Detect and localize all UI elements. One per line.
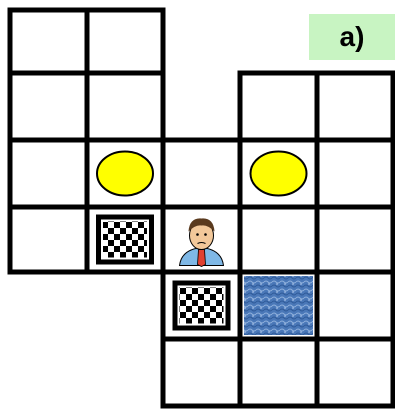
player-tie	[198, 250, 206, 267]
player-eye-left	[196, 233, 199, 236]
board-cell-r4-c4[interactable]	[317, 272, 393, 339]
ball-shape	[97, 152, 153, 196]
board-cell-r3-c3[interactable]	[240, 207, 317, 272]
board-cell-r5-c2[interactable]	[163, 339, 240, 406]
checkered-goal-icon	[96, 215, 154, 265]
board-cell-r2-c2[interactable]	[163, 140, 240, 207]
board-cell-r1-c0[interactable]	[10, 73, 87, 140]
board-cell-r1-c4[interactable]	[317, 73, 393, 140]
board-cell-r0-c1[interactable]	[87, 10, 163, 73]
board-cell-r1-c1[interactable]	[87, 73, 163, 140]
water-fill	[244, 276, 313, 335]
goal-checker	[180, 288, 224, 324]
board-cell-r5-c4[interactable]	[317, 339, 393, 406]
board-cell-r3-c4[interactable]	[317, 207, 393, 272]
board-cell-r3-c0[interactable]	[10, 207, 87, 272]
yellow-ball-icon	[251, 152, 307, 196]
ball-shape	[251, 152, 307, 196]
board-cells	[10, 10, 393, 406]
goal-checker	[103, 222, 147, 258]
board-cell-r0-c0[interactable]	[10, 10, 87, 73]
player-eye-right	[204, 233, 207, 236]
board-cell-r1-c3[interactable]	[240, 73, 317, 140]
water-tile-icon	[244, 276, 313, 335]
checkered-goal-icon	[173, 281, 231, 331]
yellow-ball-icon	[97, 152, 153, 196]
board-cell-r2-c4[interactable]	[317, 140, 393, 207]
board-cell-r2-c0[interactable]	[10, 140, 87, 207]
board-cell-r5-c3[interactable]	[240, 339, 317, 406]
